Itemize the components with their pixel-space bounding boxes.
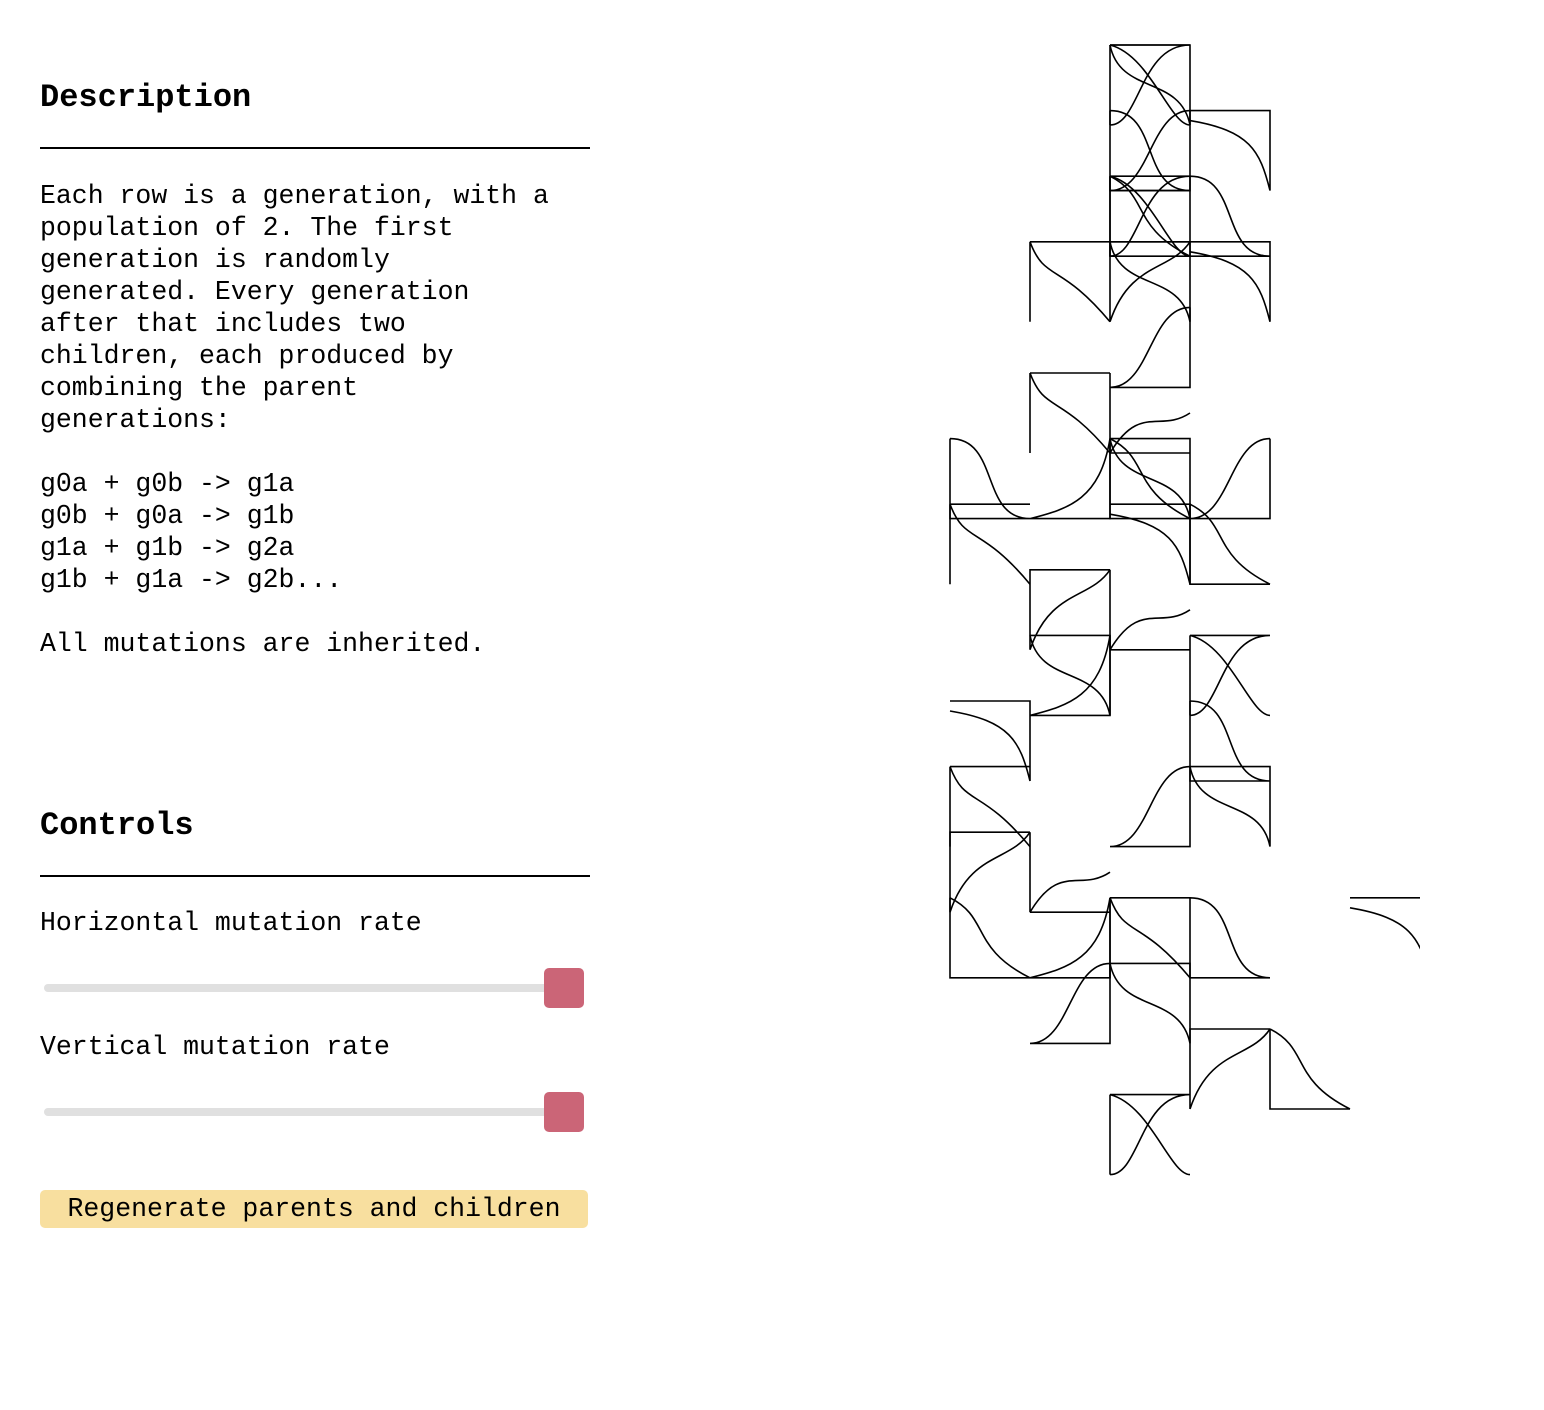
- tile-44: [1109, 1093, 1191, 1176]
- tile-34: [1029, 832, 1111, 913]
- tile-11: [1189, 241, 1271, 322]
- tile-14: [1029, 372, 1111, 454]
- tile-39: [1349, 897, 1420, 950]
- tile-24: [1109, 569, 1191, 651]
- tile-28: [1189, 700, 1271, 782]
- tile-41: [1109, 962, 1191, 1044]
- tile-26: [1029, 635, 1111, 717]
- description-heading: Description: [40, 79, 252, 116]
- tile-group: [949, 44, 1420, 1176]
- tile-31: [1109, 765, 1191, 848]
- tile-21: [1109, 503, 1191, 585]
- tile-32: [1189, 765, 1271, 847]
- vertical-slider-track[interactable]: [44, 1108, 584, 1116]
- generation-tile-canvas: [949, 44, 1420, 1176]
- tile-37: [1109, 897, 1191, 979]
- tile-42: [1189, 1028, 1271, 1110]
- tile-27: [1189, 634, 1271, 717]
- tile-23: [1029, 569, 1111, 651]
- description-text: Each row is a generation, with a populat…: [40, 181, 549, 659]
- tile-20: [949, 503, 1031, 585]
- controls-divider: [40, 875, 590, 877]
- tile-9: [1029, 241, 1111, 323]
- horizontal-mutation-label: Horizontal mutation rate: [40, 908, 422, 938]
- tile-5: [1189, 109, 1271, 191]
- horizontal-slider-thumb[interactable]: [544, 968, 584, 1008]
- horizontal-mutation-slider[interactable]: [44, 968, 584, 1008]
- tile-35: [949, 897, 1031, 979]
- controls-heading: Controls: [40, 807, 194, 844]
- tile-30: [949, 765, 1031, 848]
- tile-29: [949, 700, 1031, 782]
- tile-40: [1029, 962, 1111, 1045]
- description-divider: [40, 147, 590, 149]
- tile-33: [949, 831, 1031, 913]
- tile-7: [1189, 175, 1271, 257]
- tile-38: [1189, 897, 1271, 979]
- horizontal-slider-track[interactable]: [44, 984, 584, 992]
- tile-17: [1029, 438, 1111, 520]
- vertical-slider-thumb[interactable]: [544, 1092, 584, 1132]
- tile-25: [1029, 634, 1111, 716]
- vertical-mutation-label: Vertical mutation rate: [40, 1032, 390, 1062]
- vertical-mutation-slider[interactable]: [44, 1092, 584, 1132]
- regenerate-button[interactable]: Regenerate parents and children: [40, 1190, 588, 1228]
- tile-18: [1189, 437, 1271, 520]
- tile-22: [1189, 503, 1271, 585]
- tile-10: [1109, 241, 1191, 323]
- tile-43: [1269, 1028, 1351, 1110]
- tile-12: [1109, 306, 1191, 389]
- tile-16: [949, 437, 1031, 520]
- tile-19: [1109, 437, 1191, 519]
